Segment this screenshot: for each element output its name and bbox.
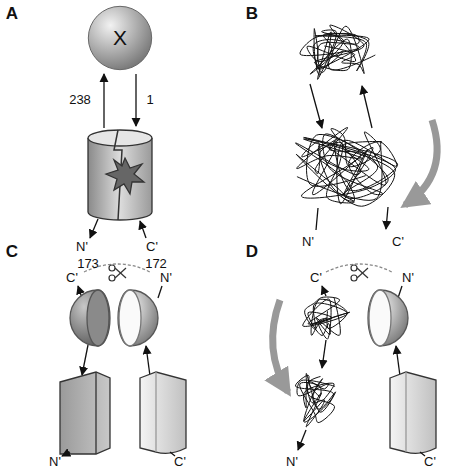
- terminus-label: C': [392, 235, 404, 249]
- unfolded-chain: [300, 25, 375, 79]
- terminus-label: N': [302, 235, 314, 249]
- panel-letter: A: [6, 5, 18, 24]
- unfolded-chain: [295, 373, 335, 427]
- terminus-label: N': [160, 271, 172, 285]
- panel-c-art: [60, 264, 186, 456]
- terminus-label: C': [146, 240, 158, 254]
- terminus-label: N': [402, 271, 414, 285]
- unfolded-chain: [303, 297, 350, 339]
- terminus-label: C': [174, 455, 186, 469]
- terminus-label: N': [76, 240, 88, 254]
- terminus-label: 172: [145, 257, 167, 271]
- unfolded-chain: [295, 127, 397, 206]
- panel-letter: B: [246, 5, 258, 24]
- panel-d-art: [273, 264, 436, 456]
- terminus-label: C': [66, 271, 78, 285]
- terminus-label: C': [310, 271, 322, 285]
- panel-b-art: [295, 25, 437, 230]
- panel-a-art: [88, 74, 152, 238]
- panel-letter: D: [246, 243, 258, 262]
- terminus-label: 238: [69, 93, 91, 107]
- scissors: [109, 265, 126, 281]
- domain-circle: X: [87, 5, 153, 71]
- terminus-label: 173: [77, 257, 99, 271]
- panel-letter: C: [6, 243, 18, 262]
- domain-label: X: [87, 5, 153, 71]
- terminus-label: N': [49, 455, 61, 469]
- terminus-label: 1: [146, 93, 153, 107]
- scissors: [351, 265, 368, 281]
- terminus-label: C': [424, 455, 436, 469]
- terminus-label: N': [286, 455, 298, 469]
